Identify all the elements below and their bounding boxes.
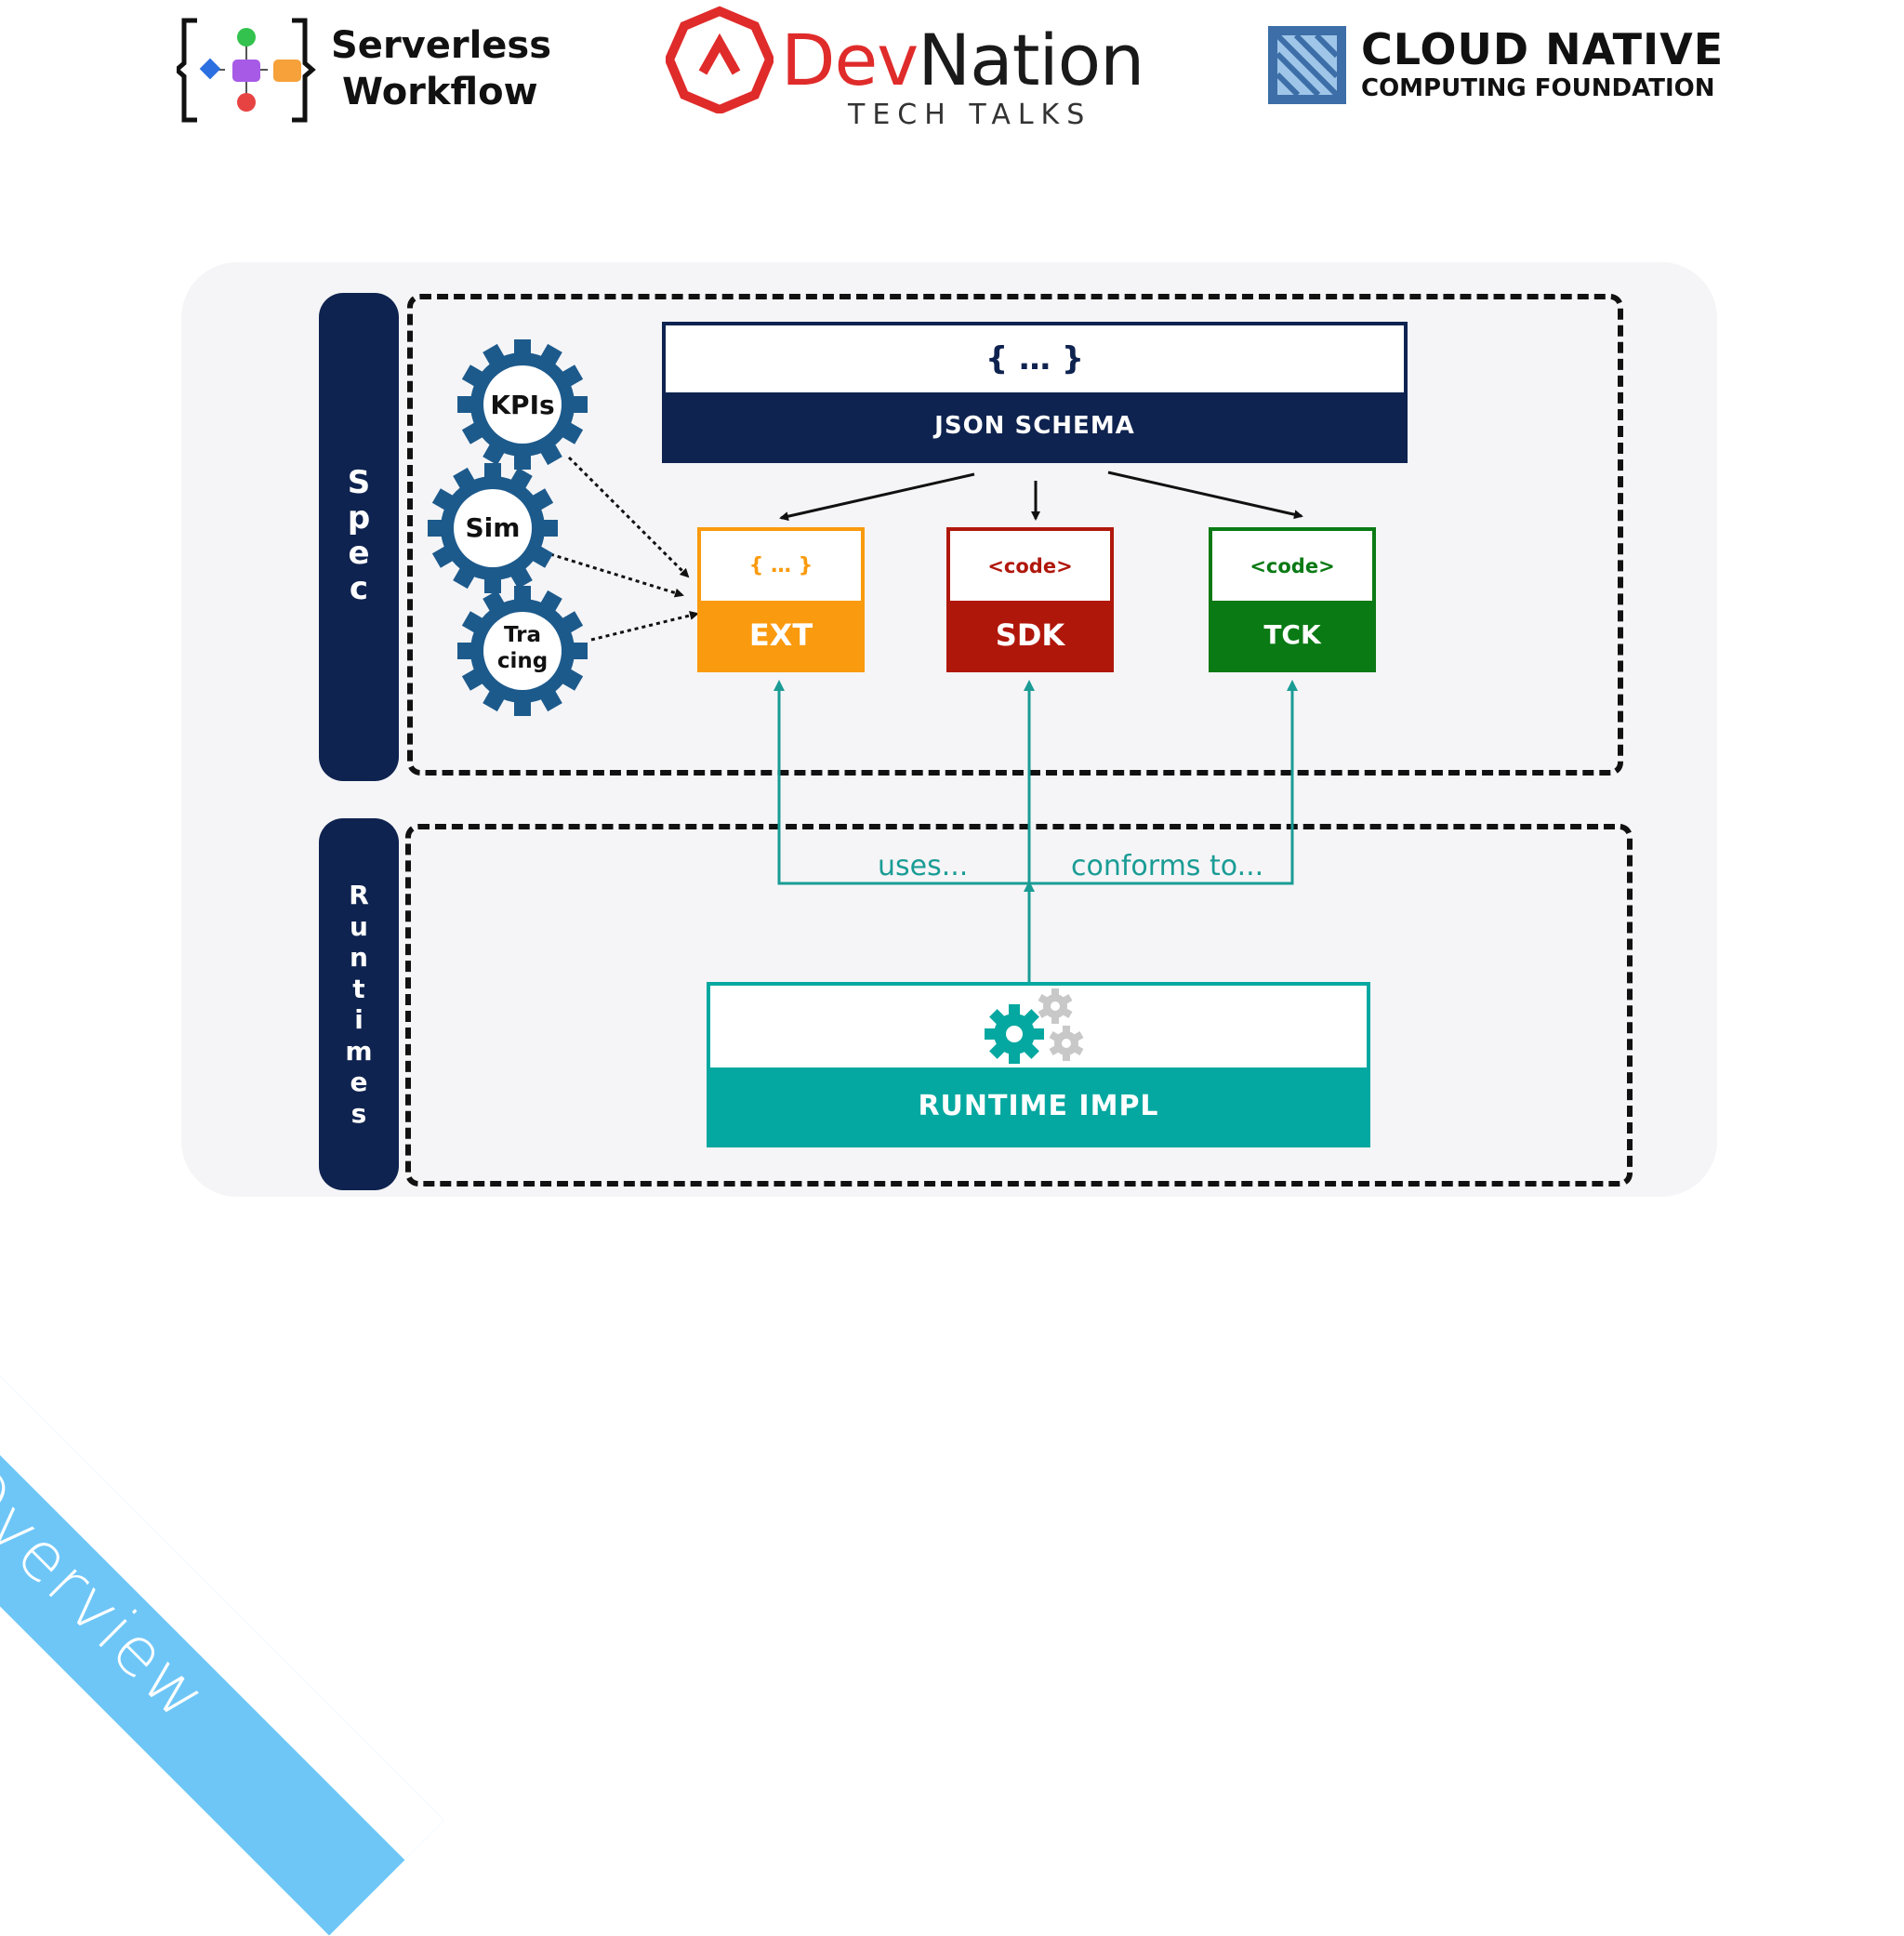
devnation-nation: Nation [918,19,1144,101]
runtime-gears-icon [985,988,1084,1064]
sim-to-ext-arrow [549,552,684,598]
serverless-workflow-logo: Serverless Workflow [177,17,567,124]
tracing-gear-label-2: cing [496,649,549,673]
devnation-wordmark: DevNation [781,19,1144,101]
json-schema-label: JSON SCHEMA [666,392,1404,459]
serverless-title-line1: Serverless [331,24,552,67]
runtimes-letter: n [350,942,368,973]
runtimes-letter: m [345,1035,373,1067]
spec-letter: p [347,499,371,537]
conforms-flow-line [1029,680,1298,885]
spec-letter: e [348,535,370,572]
tracing-gear-label-1: Tra [503,623,542,647]
connector-lines [549,456,1303,982]
spec-label-bar: S p e c [319,293,399,781]
devnation-octagon-icon [666,6,774,113]
sdk-box: <code> SDK [946,527,1114,672]
cncf-title-line1: CLOUD NATIVE [1361,24,1725,74]
devnation-dev: Dev [781,19,919,101]
kpis-to-ext-arrow [567,456,690,578]
tracing-to-ext-arrow [590,611,699,642]
runtimes-letter: u [350,910,368,942]
sim-gear-label: Sim [465,512,521,543]
kpis-gear-label: KPIs [490,390,555,420]
conforms-label: conforms to... [1071,850,1264,882]
runtime-impl-box: RUNTIME IMPL [707,982,1370,1147]
runtimes-letter: t [352,973,365,1004]
devnation-subtitle: TECH TALKS [848,99,1092,131]
tck-label: TCK [1212,601,1372,669]
workflow-icon [177,18,316,123]
cncf-title-line2: COMPUTING FOUNDATION [1361,74,1715,102]
sdk-label: SDK [950,601,1110,669]
runtimes-letter: i [354,1004,364,1035]
schema-to-ext-arrow [779,472,975,522]
uses-label: uses... [878,850,969,882]
cncf-icon [1268,26,1346,104]
runtimes-letter: e [350,1067,368,1097]
ext-box: { … } EXT [697,527,865,672]
runtimes-letter: R [349,880,369,910]
runtimes-container [405,824,1633,1187]
schema-to-tck-arrow [1107,471,1303,520]
tck-box: <code> TCK [1209,527,1376,672]
runtimes-letter: s [350,1097,367,1129]
devnation-logo: DevNation TECH TALKS [666,6,1168,131]
uses-flow-line [774,680,1029,885]
json-schema-icon: { … } [666,325,1404,392]
runtimes-label-bar: R u n t i m e s [319,818,399,1190]
json-schema-box: { … } JSON SCHEMA [662,322,1408,463]
ext-icon: { … } [701,531,861,601]
spec-letter: c [349,570,369,607]
sdk-icon: <code> [950,531,1110,601]
spec-letter: S [347,464,371,501]
runtime-impl-label: RUNTIME IMPL [710,1067,1367,1144]
spec-container [407,294,1623,776]
cncf-logo: CLOUD NATIVE COMPUTING FOUNDATION [1264,24,1748,108]
tck-icon: <code> [1212,531,1372,601]
ext-label: EXT [701,601,861,669]
serverless-title-line2: Workflow [342,71,538,113]
